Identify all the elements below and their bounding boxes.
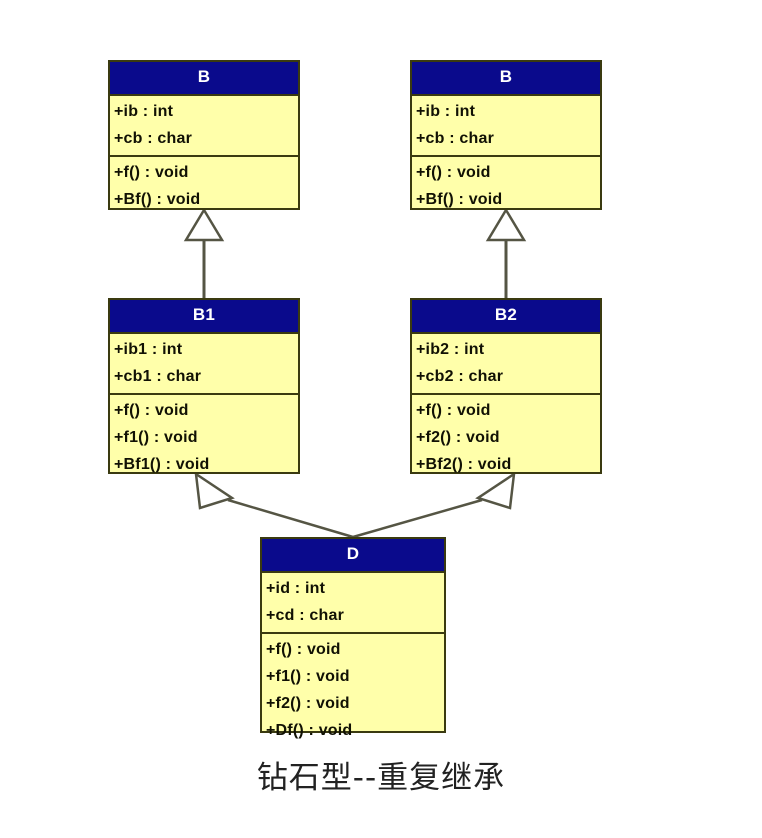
class-name-b-left: B [110, 62, 298, 96]
uml-class-b2[interactable]: B2 +ib2 : int +cb2 : char +f() : void +f… [410, 298, 602, 474]
operation-row: +f2() : void [416, 429, 500, 446]
attribute-row: +cb : char [114, 130, 193, 147]
attribute-row: +ib2 : int [416, 341, 485, 358]
attributes-compartment-b-right: +ib : int +cb : char [412, 96, 600, 157]
operations-compartment-b-right: +f() : void +Bf() : void [412, 157, 600, 216]
operations-compartment-b1: +f() : void +f1() : void +Bf1() : void [110, 395, 298, 481]
attributes-compartment-b-left: +ib : int +cb : char [110, 96, 298, 157]
uml-class-b1[interactable]: B1 +ib1 : int +cb1 : char +f() : void +f… [108, 298, 300, 474]
attribute-row: +cb1 : char [114, 368, 202, 385]
attributes-compartment-d: +id : int +cd : char [262, 573, 444, 634]
uml-class-b-left[interactable]: B +ib : int +cb : char +f() : void +Bf()… [108, 60, 300, 210]
attribute-row: +id : int [266, 580, 326, 597]
operation-row: +f1() : void [266, 668, 350, 685]
operation-row: +f() : void [114, 402, 189, 419]
uml-class-d[interactable]: D +id : int +cd : char +f() : void +f1()… [260, 537, 446, 739]
operations-compartment-b2: +f() : void +f2() : void +Bf2() : void [412, 395, 600, 481]
operation-row: +f1() : void [114, 429, 198, 446]
operations-compartment-d: +f() : void +f1() : void +f2() : void +D… [262, 634, 444, 747]
attributes-compartment-b1: +ib1 : int +cb1 : char [110, 334, 298, 395]
attribute-row: +cb : char [416, 130, 495, 147]
uml-class-b-right[interactable]: B +ib : int +cb : char +f() : void +Bf()… [410, 60, 602, 210]
operation-row: +f() : void [416, 164, 491, 181]
attribute-row: +cb2 : char [416, 368, 504, 385]
operation-row: +f() : void [416, 402, 491, 419]
operation-row: +Bf() : void [114, 191, 201, 208]
operation-row: +Df() : void [266, 722, 353, 739]
operation-row: +Bf1() : void [114, 456, 210, 473]
operation-row: +Bf() : void [416, 191, 503, 208]
generalization-b1-to-b [183, 207, 225, 298]
class-name-d: D [262, 539, 444, 573]
diagram-caption: 钻石型--重复继承 [256, 760, 506, 796]
attribute-row: +cd : char [266, 607, 345, 624]
generalization-b2-to-b [485, 207, 527, 298]
attributes-compartment-b2: +ib2 : int +cb2 : char [412, 334, 600, 395]
attribute-row: +ib : int [114, 103, 174, 120]
operation-row: +f() : void [114, 164, 189, 181]
attribute-row: +ib : int [416, 103, 476, 120]
class-name-b1: B1 [110, 300, 298, 334]
generalization-d-to-b1 [194, 471, 354, 539]
operation-row: +f() : void [266, 641, 341, 658]
operation-row: +Bf2() : void [416, 456, 512, 473]
operation-row: +f2() : void [266, 695, 350, 712]
class-name-b2: B2 [412, 300, 600, 334]
operations-compartment-b-left: +f() : void +Bf() : void [110, 157, 298, 216]
class-name-b-right: B [412, 62, 600, 96]
attribute-row: +ib1 : int [114, 341, 183, 358]
generalization-d-to-b2 [352, 471, 516, 539]
